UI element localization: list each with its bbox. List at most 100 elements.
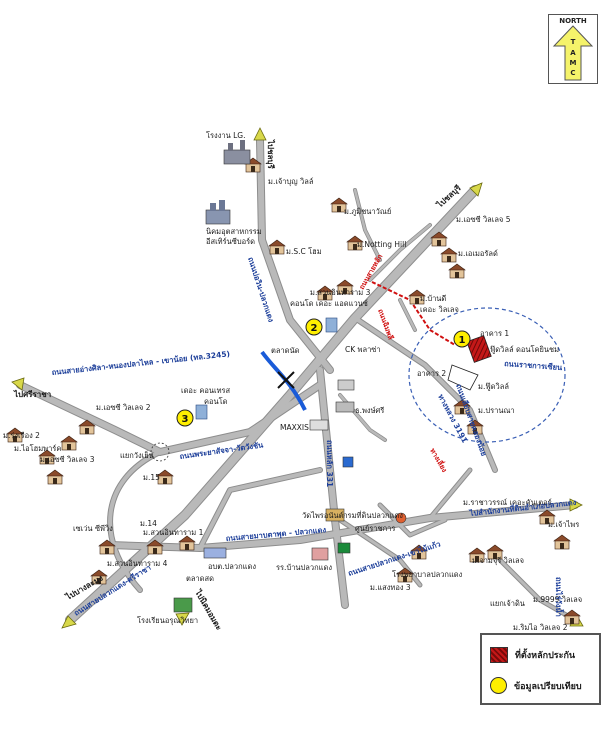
north-arrow-icon [552, 25, 594, 81]
label-notting-hill: ม.Notting Hill [357, 240, 406, 249]
plaza-building-icon [337, 379, 355, 391]
label-junction: แยกวังเย็น [120, 450, 154, 460]
label-maxxis: MAXXIS [280, 423, 309, 432]
industrial-estate-icon [205, 200, 231, 225]
house-icon [468, 547, 486, 563]
label-condo-park: คอนโด เคอะ แอดแวนซ์ [290, 299, 368, 308]
dir-south-label: ไปนิคมอมตะ [193, 587, 225, 632]
government-icon [395, 512, 407, 524]
north-compass: NORTH T A M C [548, 14, 598, 84]
label-ratchapruek: ม.ราชาวรรณ์ เคอะคันเตอร์ [463, 498, 552, 507]
road-name-raiwang: ถนนไร่วังน้ำ [554, 577, 565, 617]
label-sc-home: ม.S.C โฮม [286, 247, 322, 256]
direction-arrows [11, 127, 584, 629]
label-rc: ศูนย์ราชการ [355, 524, 395, 533]
legend-label-compare: ข้อมูลเปรียบเทียบ [514, 681, 582, 692]
condo-icon [195, 317, 338, 420]
junction-cross-icon [277, 371, 295, 389]
house-icon [38, 449, 56, 465]
compass-letter-2: A [570, 49, 576, 57]
arrow-northeast-icon [469, 182, 483, 197]
housing-icons [6, 157, 581, 652]
house-icon [316, 285, 334, 301]
label-school-r: รร.บ้านปลวกแดง [276, 563, 332, 572]
marker-number-1: 1 [459, 335, 466, 346]
house-icon [466, 419, 484, 435]
label-sawan-4: ม.สวนอินทาราม 4 [107, 559, 168, 568]
arrow-southwest-icon [61, 615, 77, 629]
subject-property-marker [466, 335, 492, 363]
house-icon [396, 567, 414, 583]
label-lg-factory: โรงงาน LG. [206, 131, 245, 140]
label-baan-sawan: ม.บ้านดี [420, 294, 446, 303]
label-rungruang: ม.รุ่งเรือง 2 [3, 431, 40, 440]
factory-icon [223, 140, 251, 165]
house-icon [430, 231, 448, 247]
arrow-west-icon [11, 377, 25, 391]
road-network-fill [17, 137, 578, 624]
label-condo-3b: คอนโด [204, 397, 228, 406]
maxxis-building-icon [309, 419, 329, 431]
school-bottom-icon [173, 597, 193, 613]
road-name-3245: ถนนสายอ่างศิลา-หนองปลาไหล - เขาน้อย (ทล.… [51, 348, 230, 377]
compare-marker-3: 3 [176, 409, 194, 427]
label-temple: วัดไพรอนันต์ [302, 511, 344, 520]
road-name-331: ถนนหลัก 331 [325, 440, 334, 487]
house-icon [563, 609, 581, 625]
label-sawan-8: ม.เจ้าไพร [548, 520, 579, 529]
label-chao-bun: ม.เจ้าบุญ วิลล์ [268, 177, 313, 186]
label-school-bottom: โรงเรียนอรุณวิทยา [137, 616, 198, 625]
legend-row-compare: ข้อมูลเปรียบเทียบ [490, 677, 582, 694]
label-ploy: ม.9999 วิลเลจ [533, 595, 582, 604]
label-police: กรมที่ดินปลวกแดง [343, 510, 403, 520]
compare-marker-2: 2 [305, 318, 323, 336]
house-icon [440, 247, 458, 263]
label-bank: ธ.พงษ์ศรี [355, 406, 384, 415]
arrow-north-icon [253, 127, 267, 141]
house-icon [178, 535, 196, 551]
marker-number-3: 3 [182, 414, 189, 425]
house-icon [90, 569, 108, 585]
label-ap-2: อาคาร 2 [417, 369, 446, 378]
label-ban-khai2: ทางเลี่ยง [428, 446, 450, 474]
label-home-park: ม.ไอโฮมพาร์ค [14, 444, 61, 453]
label-sawan-5: ม.เอซซี วิลเลจ 5 [456, 215, 511, 224]
label-saengthong: ม.แสงทอง 3 [370, 583, 411, 592]
school-building-icon [203, 547, 227, 559]
subject-lot-outline [447, 364, 479, 391]
label-pd-ville: ม.ฟู๊ดวิลล์ [478, 382, 509, 391]
marker-number-2: 2 [311, 323, 318, 334]
hospital-building-icon [311, 547, 329, 561]
house-icon [410, 544, 428, 560]
road-name-ratchakarn: ถนนราชการเซียน [504, 359, 563, 372]
dir-north-label: ไปชลบุรี [265, 139, 276, 170]
compass-letter-1: T [571, 38, 576, 46]
label-market: ตลาดนัด [271, 346, 300, 355]
house-icon [60, 435, 78, 451]
house-icon [336, 279, 354, 295]
label-m14: ม.14 [140, 519, 157, 528]
arrow-south-icon [175, 612, 190, 626]
seven-eleven-icon [337, 542, 351, 554]
house-icon [408, 289, 426, 305]
compass-title: NORTH [559, 17, 587, 25]
house-icon [146, 539, 164, 555]
house-icon [486, 544, 504, 560]
label-reolife: ม.ริมไอ วิลเลจ 2 [513, 623, 568, 632]
label-m15: ม.15 [143, 473, 160, 482]
legend-yellow-circle-icon [490, 677, 507, 694]
market-building-icon [335, 401, 355, 413]
house-icon [453, 399, 471, 415]
legend-row-subject: ที่ตั้งหลักประกัน [490, 647, 575, 663]
label-baan-sawan-2: เคอะ วิลเลจ [420, 305, 459, 314]
label-sawan-3b: ม.เอซซี วิลเลจ 3 [40, 455, 95, 464]
compass-letter-4: C [570, 69, 575, 77]
house-icon [6, 427, 24, 443]
label-sawan-3: ม.สวนอินทาราม 3 [310, 288, 371, 297]
label-emerald: ม.เอเมอรัลด์ [458, 249, 498, 258]
house-icon [78, 419, 96, 435]
temple-icon [325, 508, 345, 522]
legend-label-subject: ที่ตั้งหลักประกัน [515, 651, 576, 661]
house-icon [330, 197, 348, 213]
